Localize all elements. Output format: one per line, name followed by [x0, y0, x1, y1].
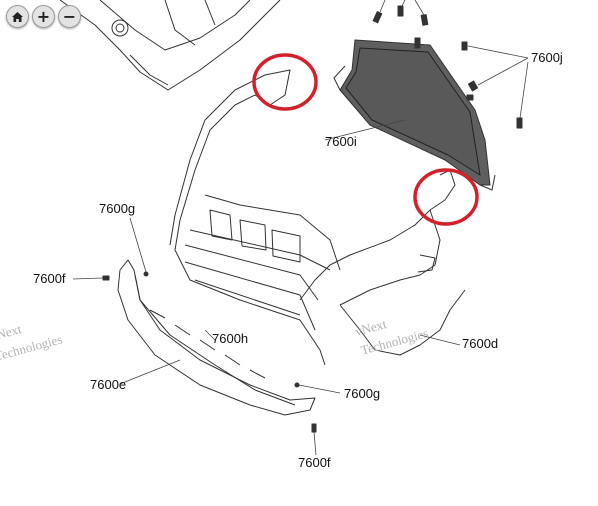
lower-valance	[117, 259, 316, 416]
highlight-circle-right	[413, 168, 479, 226]
callout-7600f-bottom: 7600f	[298, 455, 331, 470]
front-bumper-shell	[169, 69, 466, 366]
highlight-circles	[252, 53, 479, 226]
viewer-toolbar: + −	[6, 5, 81, 28]
leader-lines	[72, 0, 529, 456]
zoom-in-button[interactable]: +	[32, 5, 55, 28]
zoom-out-button[interactable]: −	[58, 5, 81, 28]
callout-7600i: 7600i	[325, 134, 357, 149]
highlight-circle-left	[252, 53, 318, 111]
callout-7600e: 7600e	[90, 377, 127, 392]
home-icon	[11, 11, 24, 23]
home-button[interactable]	[6, 5, 29, 28]
callout-7600f-left: 7600f	[33, 271, 66, 286]
callout-7600g-bottom: 7600g	[344, 386, 381, 401]
callout-7600g-left: 7600g	[99, 201, 136, 216]
hood-fender-part	[59, 0, 281, 91]
grille-mesh-panel	[333, 39, 496, 191]
callout-7600h: 7600h	[212, 331, 249, 346]
callout-7600j: 7600j	[531, 50, 563, 65]
fasteners	[102, 5, 523, 433]
callout-7600d: 7600d	[462, 336, 499, 351]
